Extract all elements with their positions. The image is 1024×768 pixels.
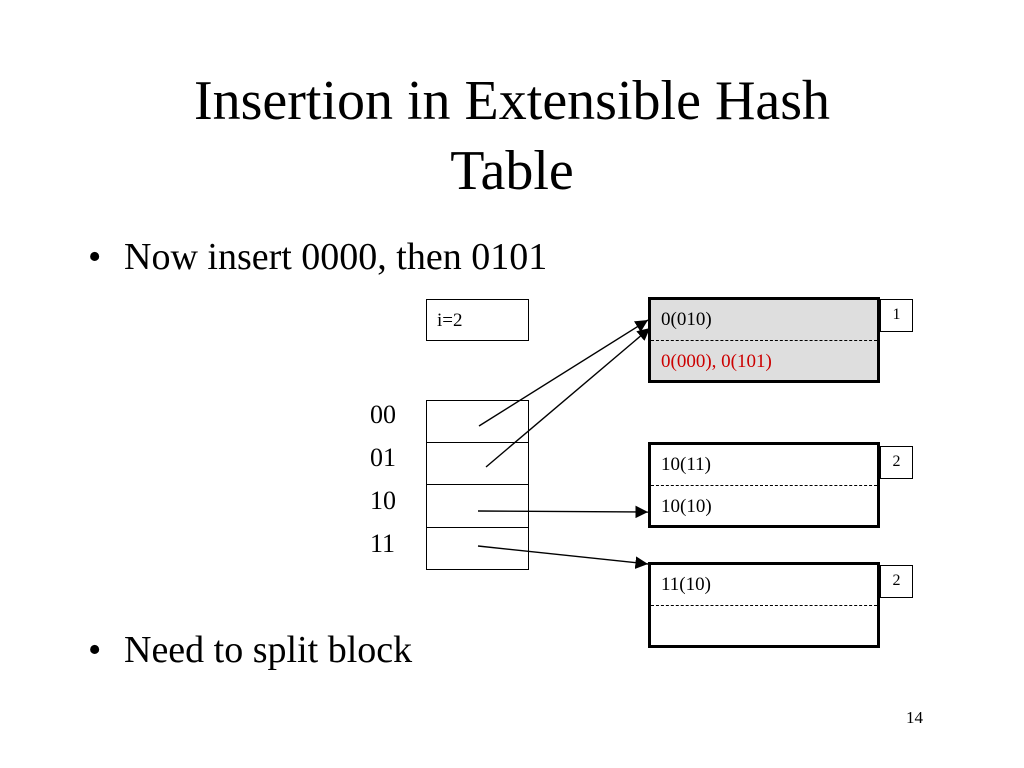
bucket-record: 10(11): [661, 454, 711, 475]
page-number: 14: [906, 708, 923, 727]
bucket-0-local-depth: 1: [880, 299, 913, 332]
bucket-record: 10(10): [661, 496, 712, 517]
bullet-symbol: •: [88, 236, 102, 278]
bullet-item-insert: • Now insert 0000, then 0101: [88, 235, 547, 279]
directory-label-01: 01: [370, 443, 396, 472]
bullet-item-split: • Need to split block: [88, 628, 412, 672]
record-divider: [651, 340, 877, 341]
directory-table: [426, 400, 529, 570]
bucket-1: 10(11) 10(10): [648, 442, 880, 528]
bucket-record-overflow: 0(000), 0(101): [661, 351, 772, 372]
directory-cell-01: [427, 443, 528, 485]
slide-title: Insertion in Extensible Hash Table: [0, 66, 1024, 206]
bucket-2: 11(10): [648, 562, 880, 648]
global-depth-label: i=2: [437, 310, 463, 331]
record-divider: [651, 485, 877, 486]
global-depth-box: i=2: [426, 299, 529, 341]
bullet-text: Need to split block: [124, 629, 413, 671]
bullet-symbol: •: [88, 629, 102, 671]
bucket-2-local-depth: 2: [880, 565, 913, 598]
bucket-0: 0(010) 0(000), 0(101): [648, 297, 880, 383]
title-line-2: Table: [450, 140, 574, 202]
directory-cell-10: [427, 486, 528, 528]
directory-label-00: 00: [370, 400, 396, 429]
bucket-record: 0(010): [661, 309, 712, 330]
bucket-1-local-depth: 2: [880, 446, 913, 479]
directory-cell-11: [427, 528, 528, 570]
directory-label-10: 10: [370, 486, 396, 515]
bullet-text: Now insert 0000, then 0101: [124, 236, 548, 278]
title-line-1: Insertion in Extensible Hash: [193, 70, 831, 132]
directory-label-11: 11: [370, 529, 396, 558]
record-divider: [651, 605, 877, 606]
bucket-record: 11(10): [661, 574, 711, 595]
directory-cell-00: [427, 401, 528, 443]
